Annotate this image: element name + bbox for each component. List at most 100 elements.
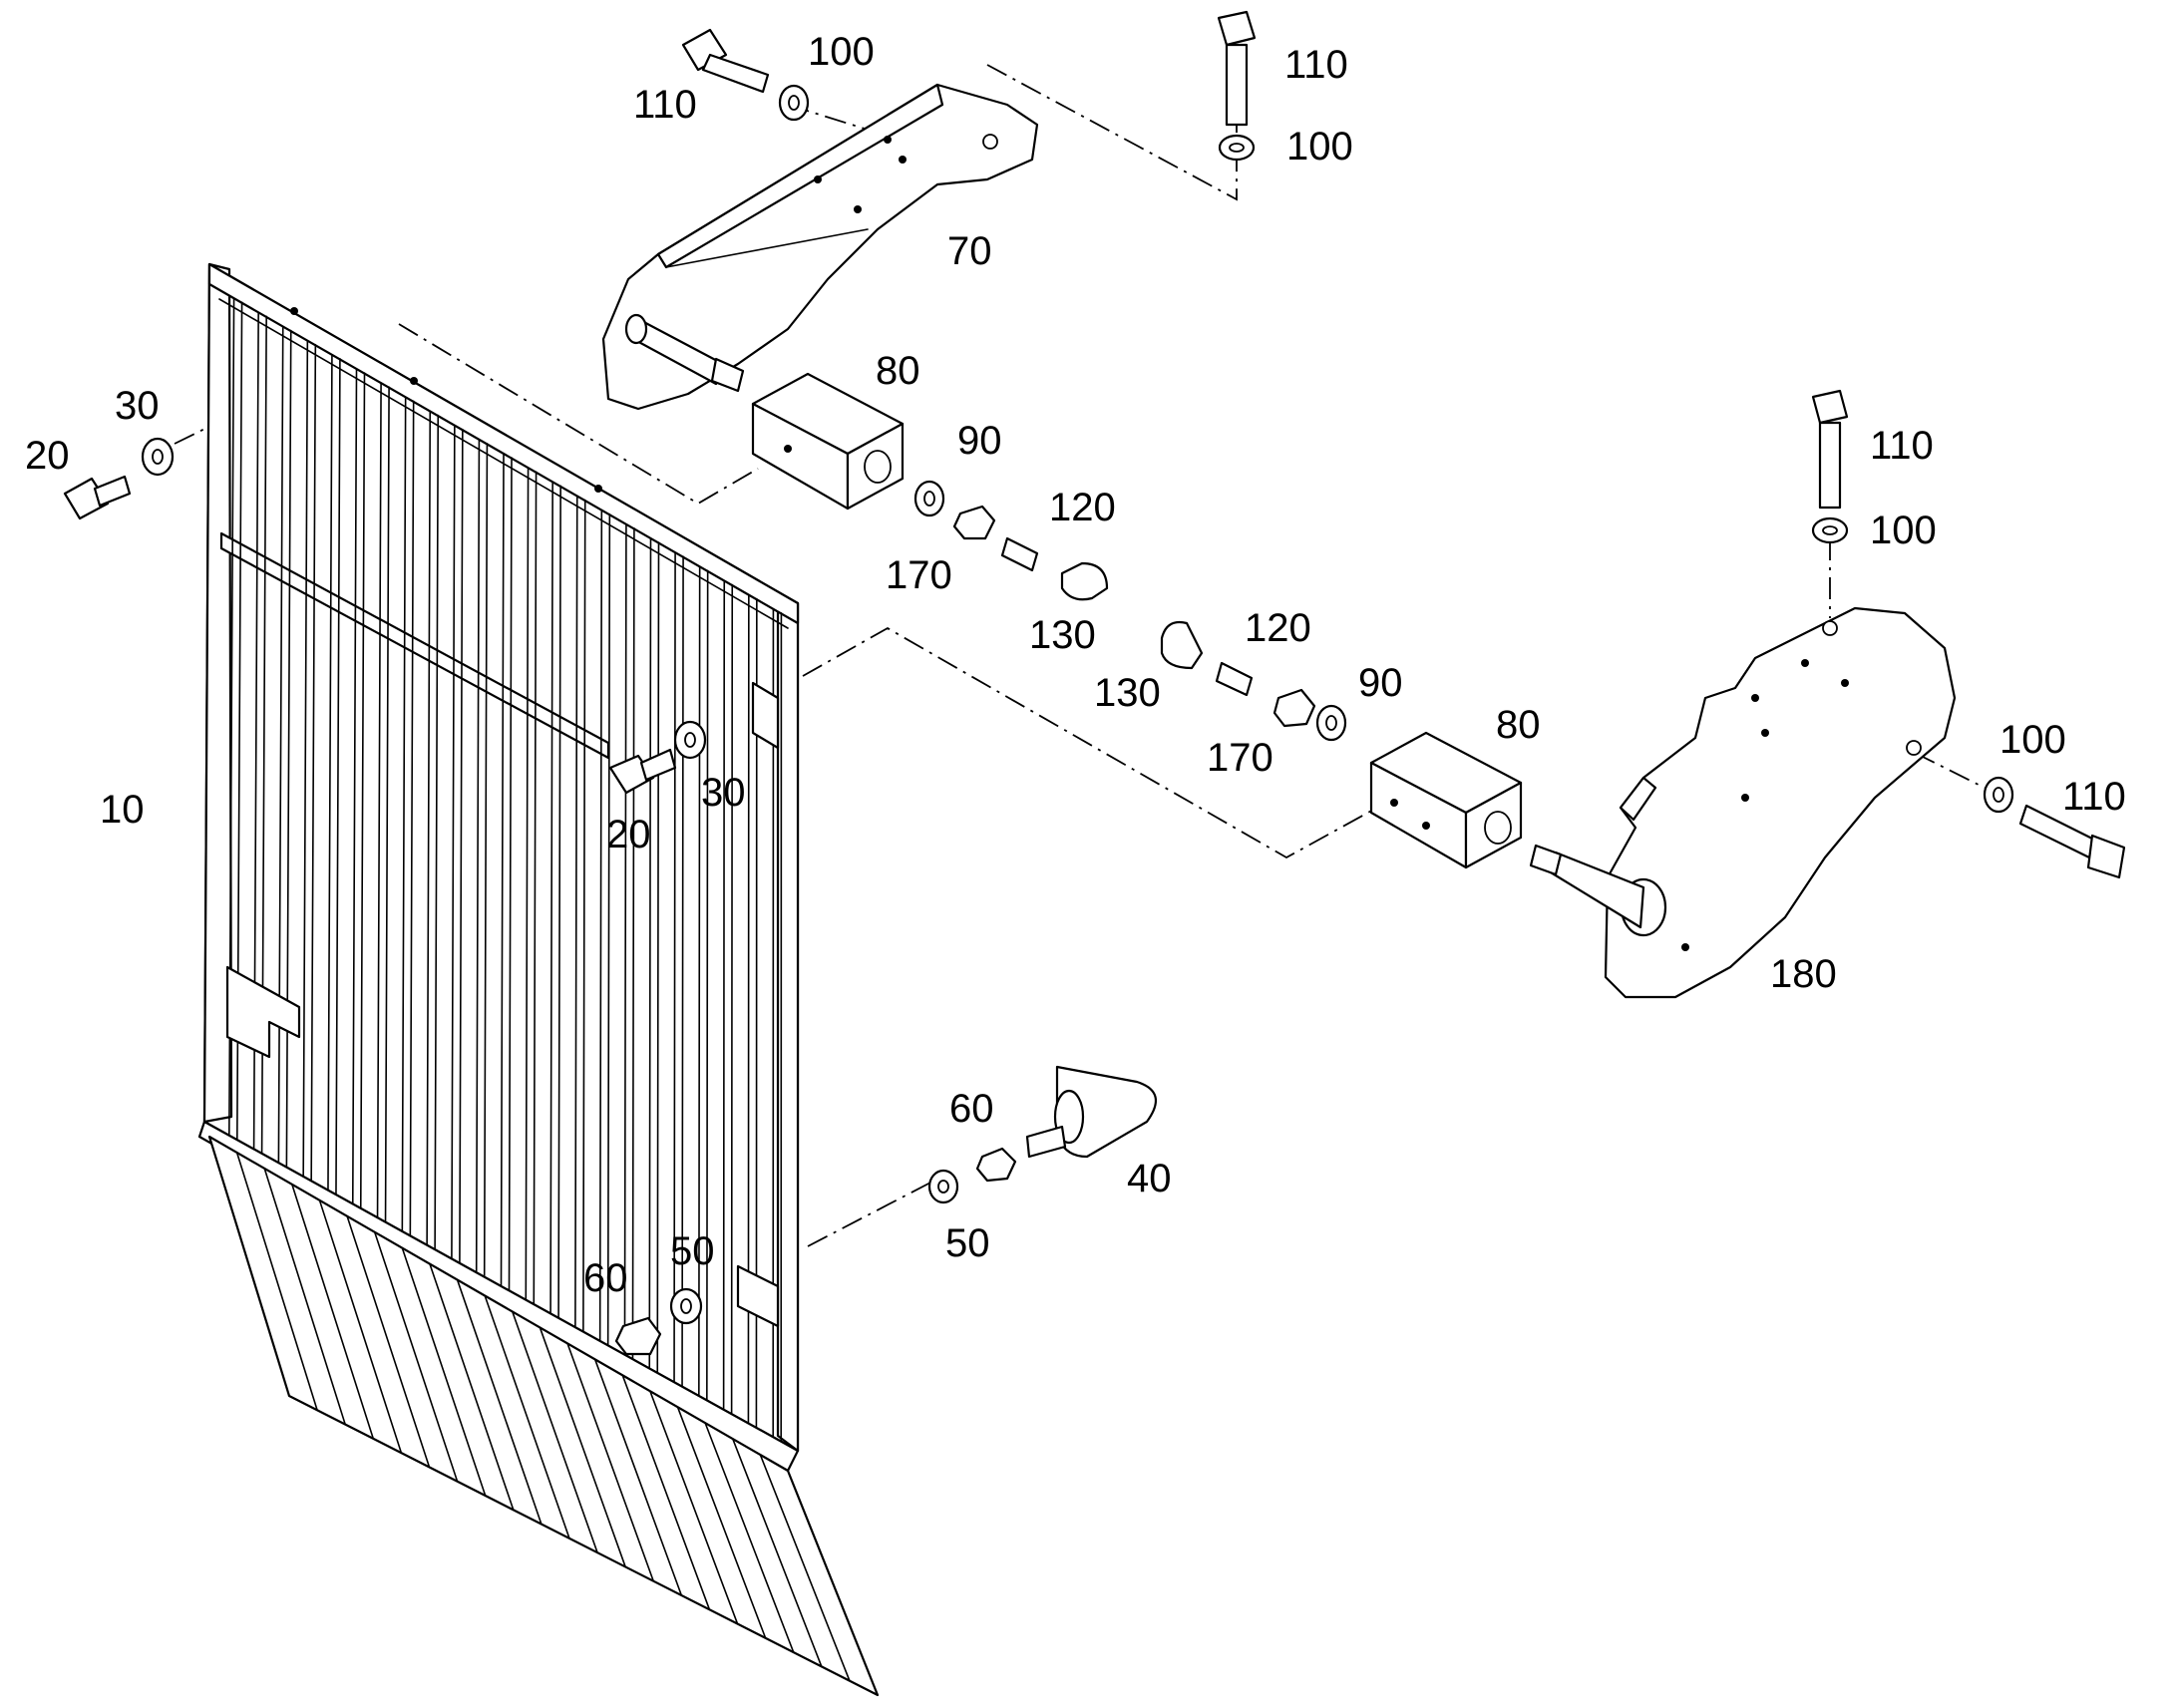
grille-louver (302, 339, 309, 1178)
grille-skirt-slat (263, 1168, 346, 1426)
grille-louver (673, 551, 676, 1384)
callout-30-left: 30 (115, 384, 160, 428)
grille-louver (401, 396, 407, 1232)
callout-120-upper: 120 (1049, 486, 1116, 529)
callout-110-right: 110 (2062, 775, 2126, 819)
grille-part-10 (197, 262, 880, 1697)
grille-louver (525, 467, 530, 1301)
hardware-lower (1160, 620, 1347, 742)
callout-90-lower: 90 (1358, 661, 1403, 705)
grille-louver-edge (384, 386, 390, 1223)
callout-100-right: 100 (1999, 718, 2066, 762)
callout-20-mid: 20 (606, 813, 651, 856)
grille-skirt-slat (484, 1294, 570, 1539)
block-part-80-lower (1369, 731, 1523, 869)
grille-louver (574, 495, 578, 1329)
grille-louver (549, 481, 553, 1315)
grille-skirt-slat (456, 1278, 543, 1526)
washer-100-mid-right (1811, 516, 1849, 544)
callout-30-mid: 30 (701, 771, 746, 815)
grille-louver (500, 453, 505, 1287)
grille-louver (623, 523, 627, 1356)
bumper-part-40 (1025, 1065, 1158, 1159)
grille-skirt-slat (318, 1199, 403, 1454)
washer-50-lower (669, 1287, 703, 1325)
callout-170-upper: 170 (886, 553, 952, 597)
callout-180: 180 (1770, 952, 1837, 996)
callout-80-lower: 80 (1496, 703, 1541, 747)
grille-skirt-slat (566, 1342, 655, 1582)
fitting-120-upper (1000, 536, 1039, 572)
grille-louver-edge (631, 527, 635, 1360)
grille-skirt-slat (512, 1310, 598, 1553)
block-part-80-upper (751, 372, 905, 511)
callout-170-lower: 170 (1207, 736, 1273, 780)
grille-louver-edge (706, 569, 709, 1401)
leader-lines (174, 64, 1986, 1302)
grille-louver-edge (483, 443, 489, 1278)
callout-40: 40 (1127, 1157, 1172, 1200)
washer-30-left (141, 437, 175, 477)
grille-skirt-slat (704, 1422, 795, 1653)
callout-100-top-right: 100 (1286, 125, 1353, 169)
grille-louver (648, 537, 652, 1370)
grille-louver-edge (508, 457, 513, 1291)
callout-100-mid-right: 100 (1870, 509, 1937, 552)
washer-50-right (927, 1169, 959, 1204)
bracket-part-180 (1529, 606, 1957, 999)
grille-louver (722, 579, 726, 1411)
grille-louver (598, 509, 603, 1342)
cap-130-lower (1160, 620, 1204, 670)
grille-louver-edge (582, 499, 586, 1333)
callout-120-lower: 120 (1245, 606, 1311, 650)
bolt-110-top-right (1217, 10, 1257, 127)
nut-170-upper (952, 505, 996, 540)
nut-60-lower (614, 1316, 662, 1356)
grille-louver (351, 368, 358, 1205)
grille-louver-edge (335, 358, 341, 1196)
bolt-20-mid (608, 748, 677, 795)
callout-110-top-right: 110 (1284, 43, 1348, 87)
grille-louver (376, 382, 382, 1219)
callout-10: 10 (100, 788, 145, 832)
grille-louver-edge (310, 343, 317, 1182)
bolt-20-left (63, 475, 132, 520)
grille-skirt-slat (401, 1246, 487, 1497)
grille-skirt-slat (731, 1438, 823, 1668)
callout-50-right: 50 (945, 1221, 990, 1265)
grille-louver (327, 354, 333, 1192)
grille-skirt-slat (621, 1374, 711, 1611)
washer-100-right (1983, 776, 2014, 814)
nut-60-right (975, 1147, 1017, 1183)
cap-130-upper (1060, 561, 1109, 601)
washer-100-top-left (778, 84, 810, 122)
callout-70: 70 (947, 229, 992, 273)
callout-110-mid-right: 110 (1870, 424, 1934, 468)
fitting-120-lower (1215, 661, 1254, 697)
grille-louver-edge (606, 512, 611, 1346)
grille-louver-edge (557, 485, 561, 1319)
washer-30-mid (673, 720, 707, 760)
bracket-part-70 (601, 83, 1039, 411)
bolt-110-top-left (681, 28, 770, 94)
callout-60-lower: 60 (583, 1256, 628, 1300)
grille-skirt-slat (649, 1390, 739, 1625)
callout-110-top-left: 110 (633, 83, 697, 127)
grille-louver (451, 424, 456, 1260)
grille-louver-edge (359, 372, 366, 1209)
callout-100-top-left: 100 (808, 30, 875, 74)
grille-skirt-slat (291, 1184, 375, 1440)
callout-20-left: 20 (25, 434, 70, 478)
grille-louver-edge (656, 541, 660, 1374)
grille-louver-edge (681, 555, 684, 1388)
hardware-upper (913, 480, 1109, 601)
grille-louver (698, 565, 701, 1397)
bolt-110-mid-right (1811, 389, 1849, 510)
grille-louver (475, 439, 481, 1274)
washer-100-top-right (1218, 134, 1256, 162)
callouts: 10 20 30 20 30 40 50 60 50 60 70 80 90 1… (25, 30, 2126, 1300)
grille-louver-edge (730, 583, 734, 1415)
callout-130-lower: 130 (1094, 671, 1161, 715)
callout-90-upper: 90 (957, 419, 1002, 463)
